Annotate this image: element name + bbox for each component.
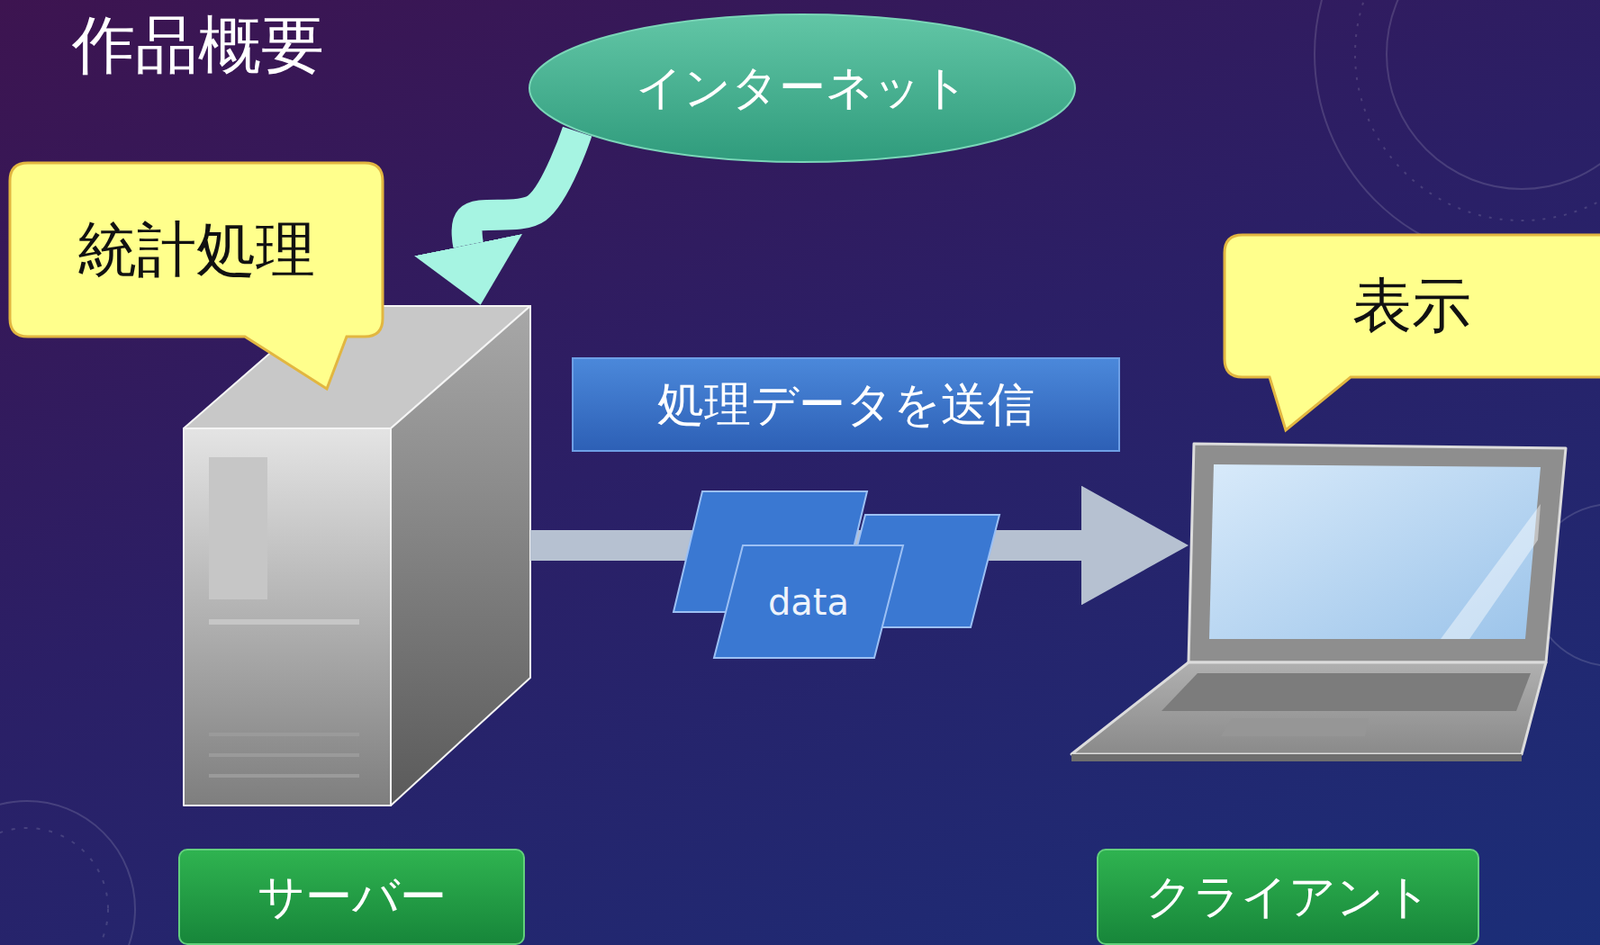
device-label: クライアント bbox=[1096, 849, 1480, 945]
data-sheets bbox=[670, 489, 1002, 661]
callout-box: 統計処理 bbox=[9, 162, 383, 337]
node-text: 統計処理 bbox=[77, 216, 316, 285]
slide-title: 作品概要 bbox=[72, 3, 325, 89]
network-ellipse: インターネット bbox=[527, 12, 1077, 164]
callout-box: 表示 bbox=[1224, 235, 1600, 378]
caption-box: 処理データを送信 bbox=[571, 357, 1121, 452]
node-text: インターネット bbox=[635, 61, 969, 116]
device-label: サーバー bbox=[178, 849, 525, 945]
server-illustration bbox=[183, 306, 531, 806]
server-node: サーバー bbox=[183, 306, 531, 945]
laptop-illustration bbox=[1071, 443, 1566, 762]
data-packet: data bbox=[670, 489, 1002, 661]
flow-arrow bbox=[467, 131, 579, 245]
client-node: クライアント bbox=[1188, 443, 1572, 945]
node-text: data bbox=[714, 545, 904, 659]
node-text: 処理データを送信 bbox=[657, 378, 1035, 433]
node-text: 表示 bbox=[1352, 271, 1472, 341]
